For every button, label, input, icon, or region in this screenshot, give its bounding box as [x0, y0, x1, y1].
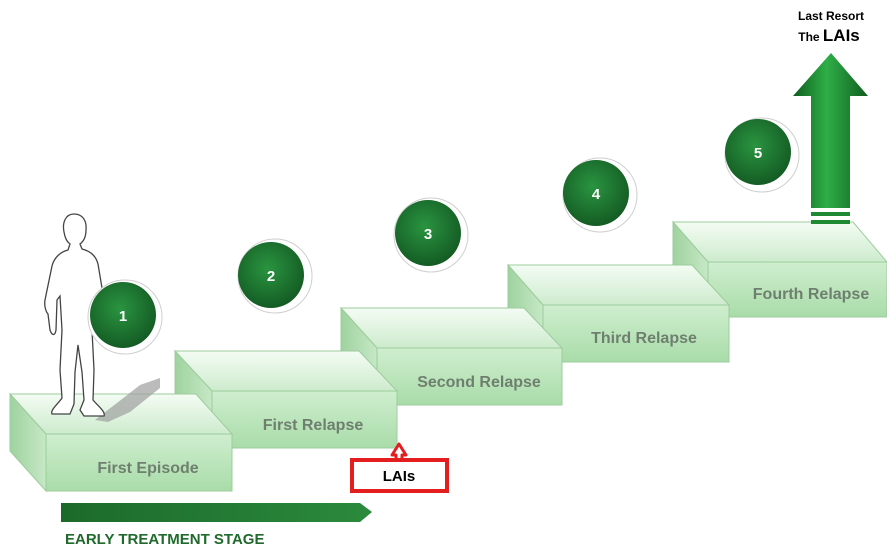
person-silhouette-icon [44, 213, 160, 422]
step-2-label: First Relapse [263, 417, 364, 434]
arrow-caption-line2: The LAIs [798, 26, 860, 45]
arrow-caption-emph: LAIs [823, 26, 860, 45]
step-3: Second Relapse [339, 306, 564, 407]
step-1-label: First Episode [97, 460, 198, 477]
step-number-circle-3: 3 [393, 197, 469, 273]
step-number-5: 5 [754, 145, 762, 162]
step-number-1: 1 [119, 308, 127, 325]
step-4-label: Third Relapse [591, 330, 697, 347]
step-number-circle-1: 1 [87, 279, 163, 355]
step-number-circle-4: 4 [562, 157, 638, 233]
arrow-caption-line1: Last Resort [798, 9, 864, 23]
lais-label: LAIs [383, 468, 416, 485]
step-number-3: 3 [424, 226, 432, 243]
lais-callout: LAIs [350, 442, 449, 493]
early-treatment-stage-label: EARLY TREATMENT STAGE [65, 531, 264, 548]
step-number-4: 4 [592, 186, 601, 203]
step-number-2: 2 [267, 268, 275, 285]
last-resort-arrow-icon [793, 53, 868, 224]
step-number-circle-2: 2 [237, 238, 313, 314]
step-number-circle-5: 5 [724, 117, 800, 193]
step-5-label: Fourth Relapse [753, 286, 870, 303]
step-2: First Relapse [173, 349, 399, 450]
step-3-label: Second Relapse [417, 374, 541, 391]
arrow-caption-prefix: The [798, 30, 820, 44]
early-treatment-stage-bar [61, 503, 372, 522]
